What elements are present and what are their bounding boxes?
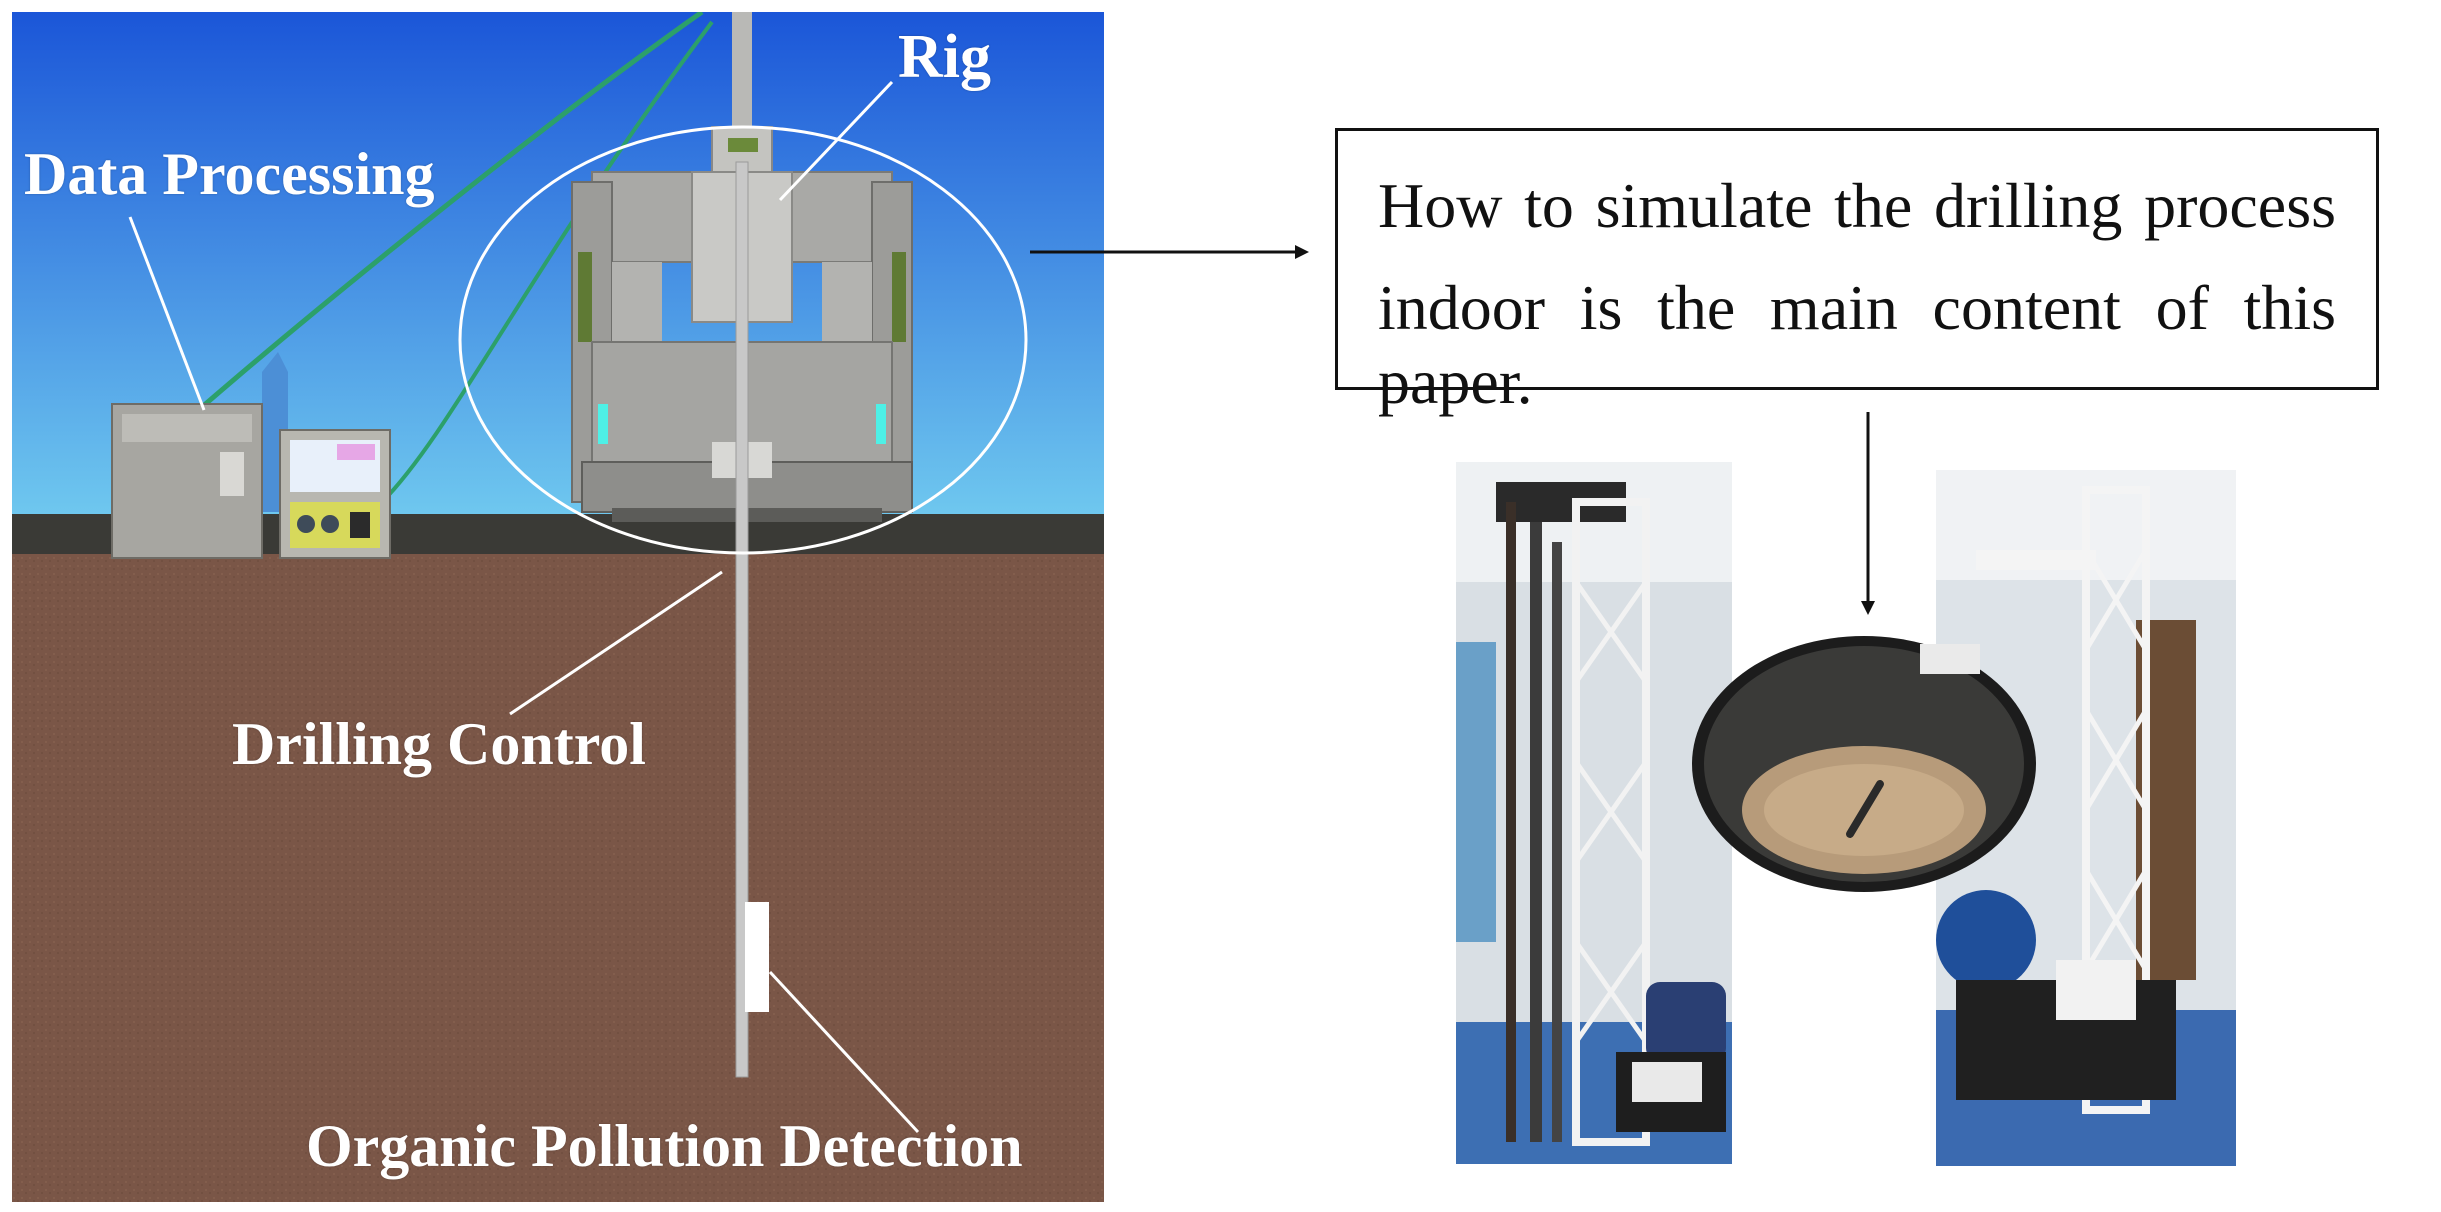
leader-line [128,216,206,411]
soil [12,554,1104,1202]
caption-line-2: indoor is the main content of this paper… [1378,272,2336,417]
data-processing-unit [111,403,391,559]
cable [380,20,714,504]
lab-photo-left [1456,462,1732,1164]
label-rig: Rig [898,23,991,91]
label-drilling-control: Drilling Control [232,711,646,777]
caption-line-1: How to simulate the drilling process [1378,170,2336,241]
drill-rod [735,161,749,1078]
rig-highlight-ellipse [458,125,1028,555]
label-organic-pollution-detection: Organic Pollution Detection [306,1113,1023,1179]
leader-line [778,80,894,202]
caption-box: How to simulate the drilling process ind… [1335,128,2379,417]
leader-line [768,970,920,1134]
cable [200,12,704,409]
sensor-probe [745,902,769,1012]
label-data-processing: Data Processing [24,141,435,207]
scene-illustration [12,12,1104,1202]
soil-container-photo [1692,636,2036,892]
leader-line [509,570,723,716]
